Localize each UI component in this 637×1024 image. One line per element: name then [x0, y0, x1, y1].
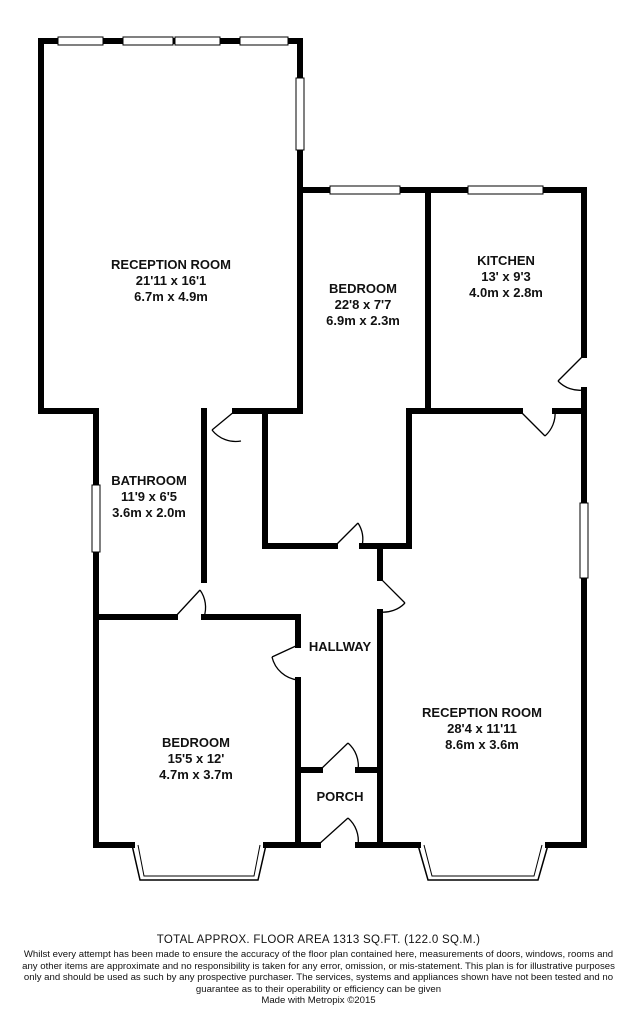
bedroom-2-name: BEDROOM [162, 735, 230, 750]
reception-room-2-name: RECEPTION ROOM [422, 705, 542, 720]
bedroom-2-metric: 4.7m x 3.7m [159, 767, 233, 782]
reception-room-1-name: RECEPTION ROOM [111, 257, 231, 272]
bedroom-1-imperial: 22'8 x 7'7 [335, 297, 392, 312]
total-floor-area: TOTAL APPROX. FLOOR AREA 1313 SQ.FT. (12… [156, 934, 481, 946]
reception-room-1-metric: 6.7m x 4.9m [134, 289, 208, 304]
reception-room-2-label: RECEPTION ROOM 28'4 x 11'11 8.6m x 3.6m [422, 705, 542, 752]
kitchen-metric: 4.0m x 2.8m [469, 285, 543, 300]
bedroom-2-imperial: 15'5 x 12' [168, 751, 225, 766]
kitchen-imperial: 13' x 9'3 [481, 269, 531, 284]
reception-room-1-label: RECEPTION ROOM 21'11 x 16'1 6.7m x 4.9m [111, 257, 231, 304]
walls [38, 38, 587, 848]
doors [174, 354, 585, 846]
room-labels: RECEPTION ROOM 21'11 x 16'1 6.7m x 4.9m … [111, 253, 543, 804]
bedroom-1-label: BEDROOM 22'8 x 7'7 6.9m x 2.3m [326, 281, 400, 328]
porch-name: PORCH [317, 789, 364, 804]
kitchen-name: KITCHEN [477, 253, 535, 268]
bedroom-2-label: BEDROOM 15'5 x 12' 4.7m x 3.7m [159, 735, 233, 782]
windows [57, 36, 589, 881]
bedroom-1-name: BEDROOM [329, 281, 397, 296]
reception-room-2-imperial: 28'4 x 11'11 [447, 721, 517, 736]
hallway-name: HALLWAY [309, 639, 372, 654]
bedroom-1-metric: 6.9m x 2.3m [326, 313, 400, 328]
bathroom-name: BATHROOM [111, 473, 187, 488]
reception-room-2-metric: 8.6m x 3.6m [445, 737, 519, 752]
bathroom-label: BATHROOM 11'9 x 6'5 3.6m x 2.0m [111, 473, 187, 520]
bathroom-imperial: 11'9 x 6'5 [121, 489, 177, 504]
kitchen-label: KITCHEN 13' x 9'3 4.0m x 2.8m [469, 253, 543, 300]
floor-plan: RECEPTION ROOM 21'11 x 16'1 6.7m x 4.9m … [38, 36, 589, 881]
metropix-credit: Made with Metropix ©2015 [261, 995, 376, 1007]
plan-footer: TOTAL APPROX. FLOOR AREA 1313 SQ.FT. (12… [0, 934, 637, 1007]
reception-room-1-imperial: 21'11 x 16'1 [136, 273, 207, 288]
disclaimer-text: Whilst every attempt has been made to en… [22, 949, 615, 995]
bathroom-metric: 3.6m x 2.0m [112, 505, 186, 520]
